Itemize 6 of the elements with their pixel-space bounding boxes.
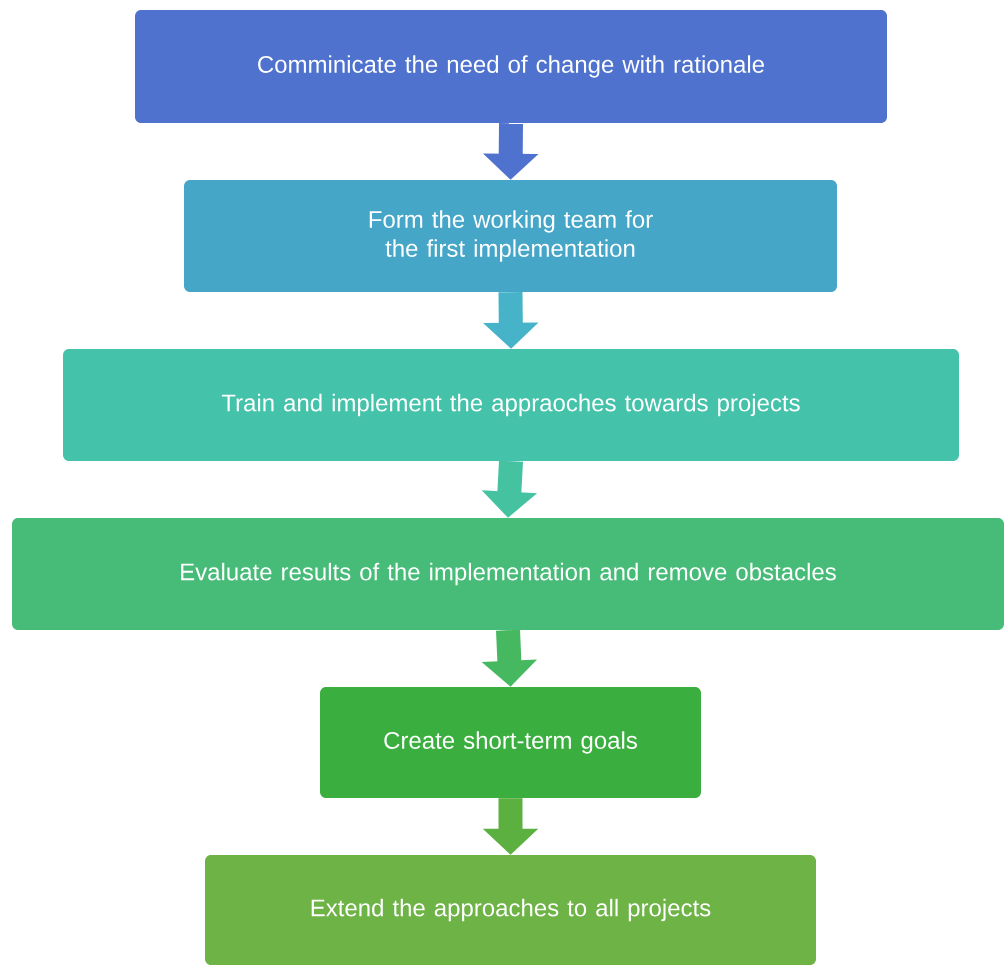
process-box: Train and implement the appraoches towards projects xyxy=(63,349,959,461)
process-box: Create short-term goals xyxy=(320,687,701,798)
process-box: Evaluate results of the implementation and remove obstacles xyxy=(12,518,1004,630)
process-box: Comminicate the need of change with rationale xyxy=(135,10,887,123)
process-box: Extend the approaches to all projects xyxy=(205,855,816,965)
process-box: Form the working team for the first implementation xyxy=(184,180,837,292)
